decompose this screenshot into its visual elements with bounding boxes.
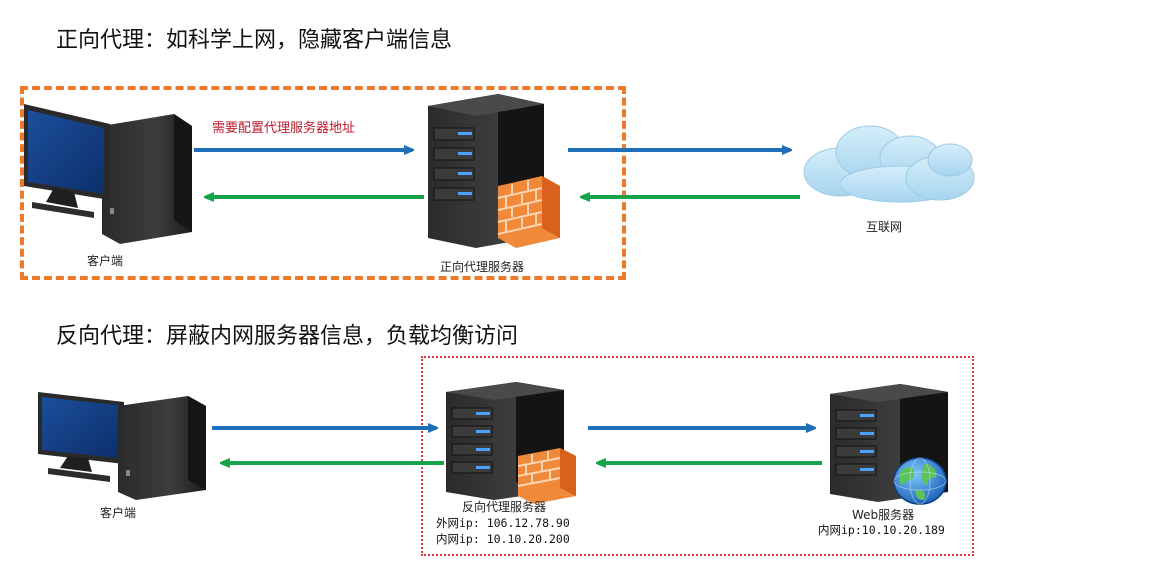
reverse-proxy-boundary [421, 356, 974, 556]
reverse-proxy-label: 反向代理服务器 [462, 500, 547, 514]
globe-icon [893, 457, 947, 505]
reverse-proxy-outer-ip: 外网ip: 106.12.78.90 [436, 516, 570, 530]
reverse-web-arrows [588, 420, 822, 476]
computer-icon [38, 392, 206, 500]
forward-proxy-label: 正向代理服务器 [440, 260, 525, 274]
computer-icon [24, 104, 192, 244]
reverse-client-arrows [212, 420, 444, 476]
reverse-proxy-heading: 反向代理：屏蔽内网服务器信息，负载均衡访问 [56, 324, 519, 349]
forward-client-label: 客户端 [87, 254, 124, 268]
web-server-label: Web服务器 [852, 508, 915, 522]
forward-proxy-heading: 正向代理：如科学上网，隐藏客户端信息 [56, 28, 453, 53]
web-server-inner-ip: 内网ip:10.10.20.189 [818, 523, 945, 537]
proxy-config-note: 需要配置代理服务器地址 [212, 121, 356, 136]
reverse-client-label: 客户端 [100, 506, 137, 520]
forward-internet-arrows [568, 140, 800, 210]
forward-proxy-boundary [20, 86, 626, 280]
internet-label: 互联网 [866, 220, 903, 234]
forward-client-arrows [194, 140, 424, 210]
cloud-icon [803, 125, 975, 203]
firewall-icon [497, 176, 560, 248]
firewall-icon [517, 448, 576, 504]
reverse-proxy-inner-ip: 内网ip: 10.10.20.200 [436, 532, 570, 546]
